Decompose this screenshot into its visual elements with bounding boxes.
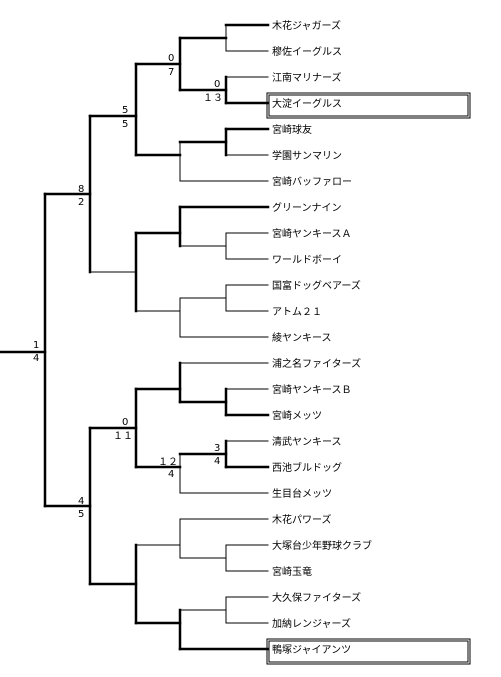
team-label: 宮崎メッツ bbox=[272, 409, 322, 422]
team-label: ワールドボーイ bbox=[272, 254, 342, 266]
finalist-box-inner bbox=[268, 640, 469, 663]
score-bottom: 4 bbox=[33, 353, 39, 364]
team-label: グリーンナイン bbox=[272, 201, 342, 214]
team-label: 穆佐イーグルス bbox=[272, 45, 342, 58]
finalist-box bbox=[266, 92, 471, 119]
team-label: 大淀イーグルス bbox=[272, 97, 342, 110]
team-label: 大久保ファイターズ bbox=[272, 591, 361, 604]
team-label: 浦之名ファイターズ bbox=[272, 357, 361, 370]
score-top: 0 bbox=[214, 79, 220, 90]
score-top: 4 bbox=[78, 496, 84, 507]
team-label: 木花パワーズ bbox=[272, 513, 332, 526]
team-label: 大塚台少年野球クラブ bbox=[272, 539, 372, 552]
score-bottom: 4 bbox=[168, 469, 174, 480]
team-label: 加納レンジャーズ bbox=[272, 617, 351, 630]
score-bottom: 7 bbox=[168, 67, 174, 78]
team-label: 宮崎玉竜 bbox=[272, 565, 312, 578]
score-top: 0 bbox=[168, 53, 174, 64]
team-label: 国富ドッグベアーズ bbox=[272, 279, 361, 292]
finalist-box-inner bbox=[268, 94, 469, 117]
team-label: 宮崎ヤンキースＢ bbox=[272, 383, 352, 396]
score-bottom: １３ bbox=[203, 93, 223, 104]
team-label: 綾ヤンキース bbox=[272, 331, 332, 344]
score-bottom: 5 bbox=[78, 509, 84, 520]
team-label: 江南マリナーズ bbox=[272, 71, 342, 84]
team-label: 西池ブルドッグ bbox=[272, 461, 342, 474]
team-label: アトム２１ bbox=[272, 306, 322, 318]
score-bottom: 4 bbox=[214, 456, 220, 467]
score-bottom: 2 bbox=[78, 197, 84, 208]
team-label: 宮崎ヤンキースＡ bbox=[272, 227, 352, 240]
team-label: 宮崎球友 bbox=[272, 123, 312, 136]
team-label: 宮崎バッファロー bbox=[272, 175, 352, 188]
score-top: 1 bbox=[33, 340, 39, 351]
team-label: 木花ジャガーズ bbox=[272, 19, 341, 32]
score-top: １２ bbox=[158, 457, 178, 468]
score-bottom: １１ bbox=[113, 431, 133, 442]
score-top: 0 bbox=[122, 417, 128, 428]
finalist-box bbox=[266, 638, 471, 665]
team-label: 生目台メッツ bbox=[272, 487, 332, 500]
score-top: 8 bbox=[78, 184, 84, 195]
score-top: 3 bbox=[214, 443, 220, 454]
team-label: 学園サンマリン bbox=[272, 149, 342, 162]
score-top: 5 bbox=[122, 105, 128, 116]
team-label: 鴨塚ジャイアンツ bbox=[272, 643, 351, 656]
score-bottom: 5 bbox=[122, 119, 128, 130]
team-label: 清武ヤンキース bbox=[272, 435, 342, 448]
